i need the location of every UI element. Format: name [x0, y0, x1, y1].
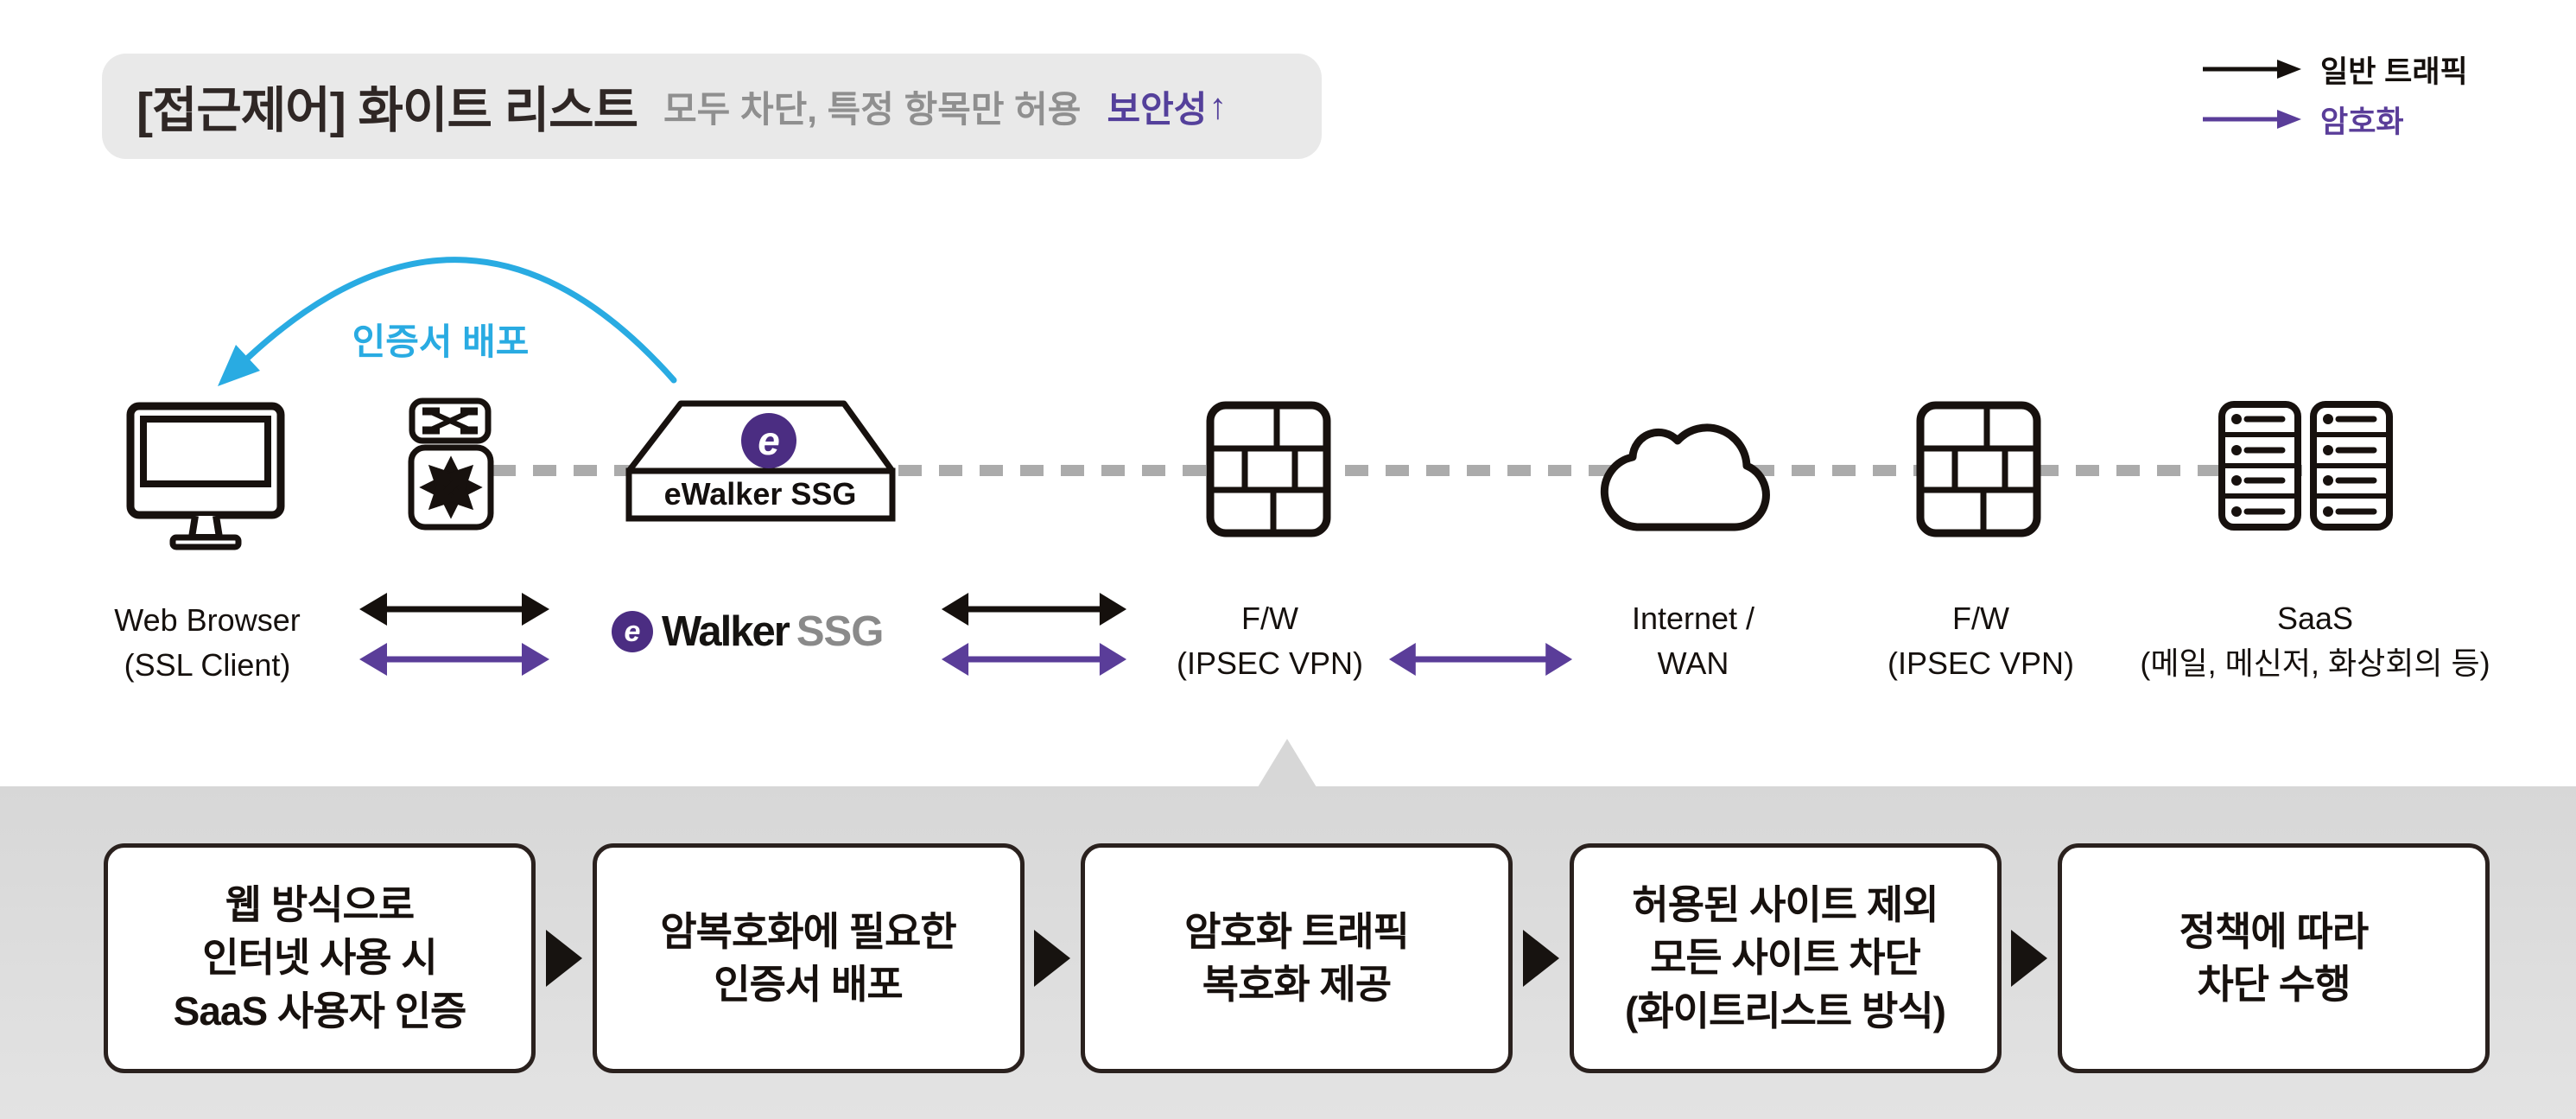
logo-letter: e: [624, 614, 641, 648]
step-box-1: 웹 방식으로 인터넷 사용 시 SaaS 사용자 인증: [104, 843, 536, 1073]
legend-normal-traffic: 일반 트래픽: [2201, 52, 2468, 89]
page-subtitle: 모두 차단, 특정 항목만 허용: [663, 88, 1082, 130]
logo-ssg-text: SSG: [796, 608, 884, 655]
fw2-label: F/W (IPSEC VPN): [1887, 601, 2075, 681]
fw1-label: F/W (IPSEC VPN): [1176, 601, 1364, 681]
step-arrow-icon: [1522, 930, 1559, 987]
server-rack-icon: [2218, 401, 2301, 531]
band-notch-pointer: [1258, 739, 1317, 787]
encrypted-double-arrow-icon: [941, 643, 1127, 676]
security-label: 보안성: [1107, 88, 1208, 130]
step-box-2: 암복호화에 필요한 인증서 배포: [592, 843, 1025, 1073]
ewalker-logo-icon: e: [741, 413, 796, 468]
ewalker-ssg-logo: e Walker SSG: [612, 605, 884, 658]
appliance-name: eWalker SSG: [663, 476, 857, 512]
security-highlight: 보안성↑: [1107, 80, 1227, 133]
step-box-3: 암호화 트래픽 복호화 제공: [1081, 843, 1513, 1073]
certificate-distribution-label: 인증서 배포: [352, 321, 530, 362]
cloud-icon: [1600, 423, 1770, 531]
web-browser-label: Web Browser (SSL Client): [114, 602, 301, 683]
certificate-arc-arrow-icon: [218, 257, 677, 386]
logo-letter: e: [758, 418, 780, 463]
normal-traffic-double-arrow-icon: [941, 593, 1127, 626]
purple-arrow-icon: [2203, 110, 2301, 129]
network-dashed-line: [492, 465, 2389, 476]
firewall-icon: [1206, 401, 1331, 537]
normal-traffic-double-arrow-icon: [359, 593, 549, 626]
firewall-icon: [1916, 401, 2041, 537]
step-arrow-icon: [545, 930, 582, 987]
monitor-icon: [126, 402, 285, 550]
step-box-5: 정책에 따라 차단 수행: [2058, 843, 2490, 1073]
step-arrow-icon: [2011, 930, 2048, 987]
saas-label: SaaS (메일, 메신저, 화상회의 등): [2140, 601, 2490, 681]
black-arrow-icon: [2203, 60, 2301, 79]
legend-encrypted: 암호화: [2201, 102, 2404, 139]
ewalker-logo-icon: e: [612, 611, 653, 652]
title-bar: [접근제어] 화이트 리스트 모두 차단, 특정 항목만 허용 보안성↑: [102, 54, 1322, 159]
router-icon: [408, 444, 494, 531]
legend-normal-label: 일반 트래픽: [2320, 54, 2468, 89]
step-box-4: 허용된 사이트 제외 모든 사이트 차단 (화이트리스트 방식): [1569, 843, 2002, 1073]
switch-icon: [409, 397, 492, 444]
logo-walker-text: Walker: [662, 608, 790, 655]
server-rack-icon: [2310, 401, 2393, 531]
security-up-arrow-icon: ↑: [1209, 86, 1228, 126]
internet-wan-label: Internet / WAN: [1631, 601, 1755, 681]
encrypted-double-arrow-icon: [359, 643, 549, 676]
step-arrow-icon: [1034, 930, 1071, 987]
encrypted-double-arrow-icon: [1388, 643, 1573, 676]
page-title: [접근제어] 화이트 리스트: [136, 83, 638, 138]
process-steps: 웹 방식으로 인터넷 사용 시 SaaS 사용자 인증 암복호화에 필요한 인증…: [104, 843, 2490, 1073]
legend-encrypted-label: 암호화: [2320, 105, 2404, 139]
